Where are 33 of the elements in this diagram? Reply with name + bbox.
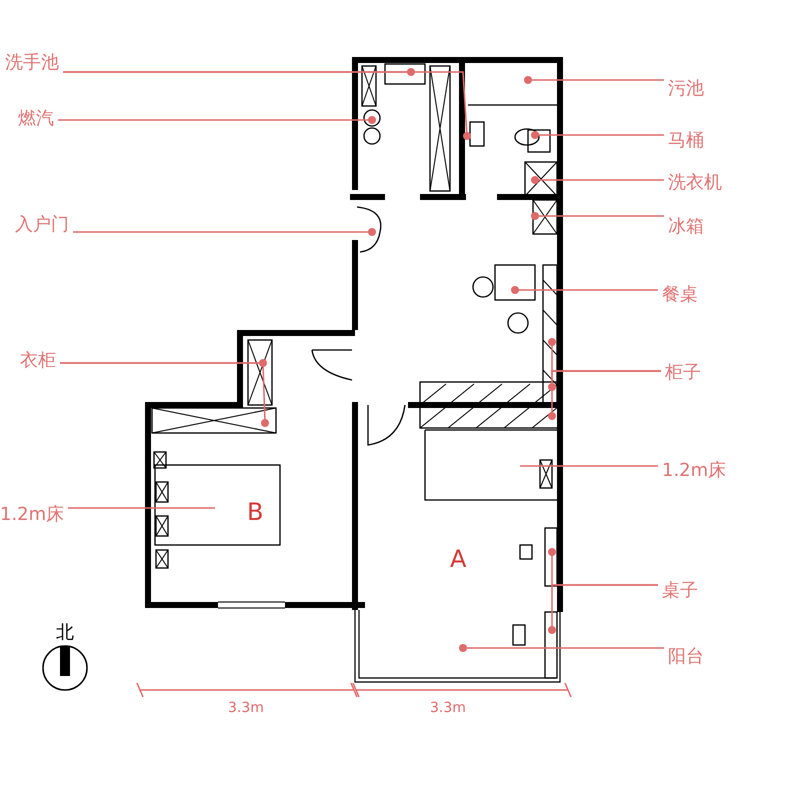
leader-line	[524, 76, 664, 84]
leader-line	[63, 71, 471, 140]
callout-label: 衣柜	[20, 350, 56, 372]
leader-line	[73, 228, 376, 236]
callout-label: 燃汽	[18, 108, 54, 130]
leader-line	[511, 286, 658, 294]
leader-line	[548, 370, 661, 420]
callout-label: 洗衣机	[668, 172, 722, 194]
north-label: 北	[56, 621, 74, 644]
callout-label: 洗手池	[5, 52, 59, 74]
callout-label: 餐桌	[662, 284, 698, 306]
callout-label: 冰箱	[668, 216, 704, 238]
leader-line	[531, 176, 664, 184]
callout-label: 桌子	[662, 580, 698, 602]
room-letter: B	[247, 498, 264, 526]
callout-label: 阳台	[668, 646, 704, 668]
leader-line	[531, 131, 664, 139]
callout-label: 入户门	[15, 214, 69, 236]
leader-line	[58, 116, 376, 124]
callout-label: 柜子	[665, 362, 701, 384]
leader-line	[459, 644, 664, 652]
dimension-label: 3.3m	[228, 700, 264, 716]
dimension-label: 3.3m	[430, 700, 466, 716]
leader-line	[60, 362, 269, 427]
callout-label: 1.2m床	[662, 460, 726, 482]
leader-line	[68, 507, 215, 509]
callout-label: 污池	[668, 78, 704, 100]
leader-line	[520, 465, 658, 467]
leader-line	[548, 584, 658, 634]
callout-label: 1.2m床	[0, 504, 64, 526]
room-letter: A	[450, 545, 466, 573]
leader-line	[531, 212, 664, 220]
callout-label: 马桶	[668, 130, 704, 152]
